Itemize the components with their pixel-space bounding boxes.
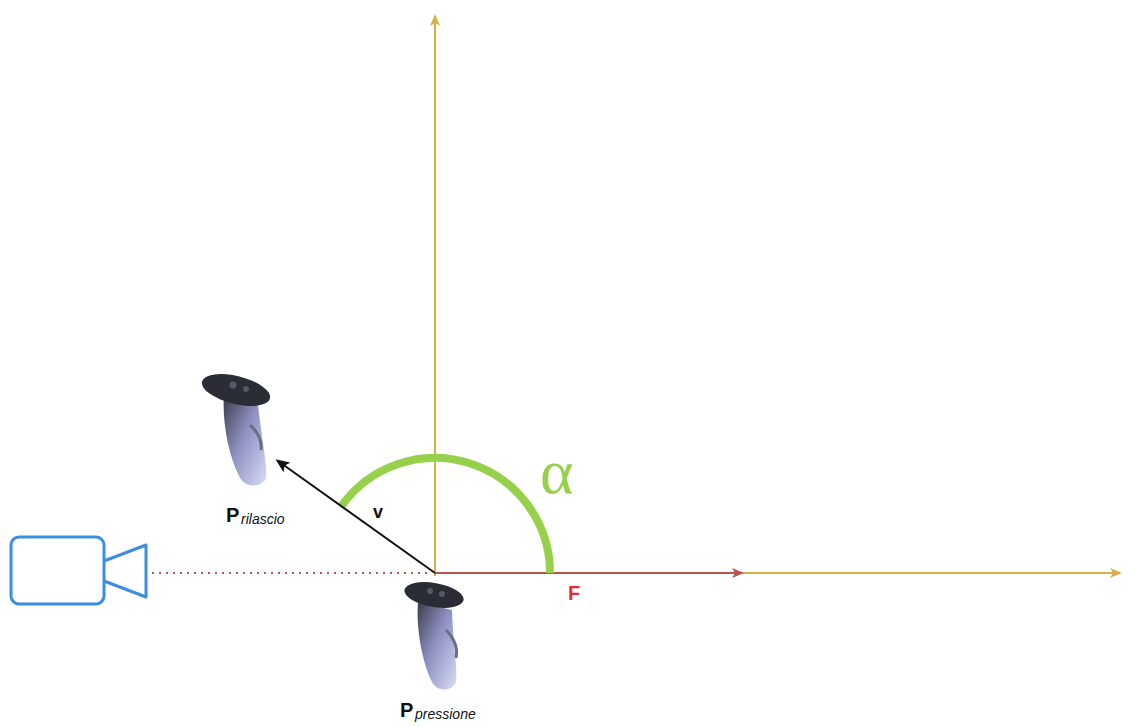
force-label: F (568, 583, 580, 603)
controller-press (402, 578, 465, 690)
point-symbol: P (400, 700, 413, 720)
angle-symbol: α (540, 440, 574, 504)
point-subscript: rilascio (241, 512, 285, 526)
controller-release (199, 368, 274, 486)
vector-label: v (373, 503, 383, 521)
point-subscript: pressione (415, 707, 476, 721)
point-symbol: P (226, 505, 239, 525)
